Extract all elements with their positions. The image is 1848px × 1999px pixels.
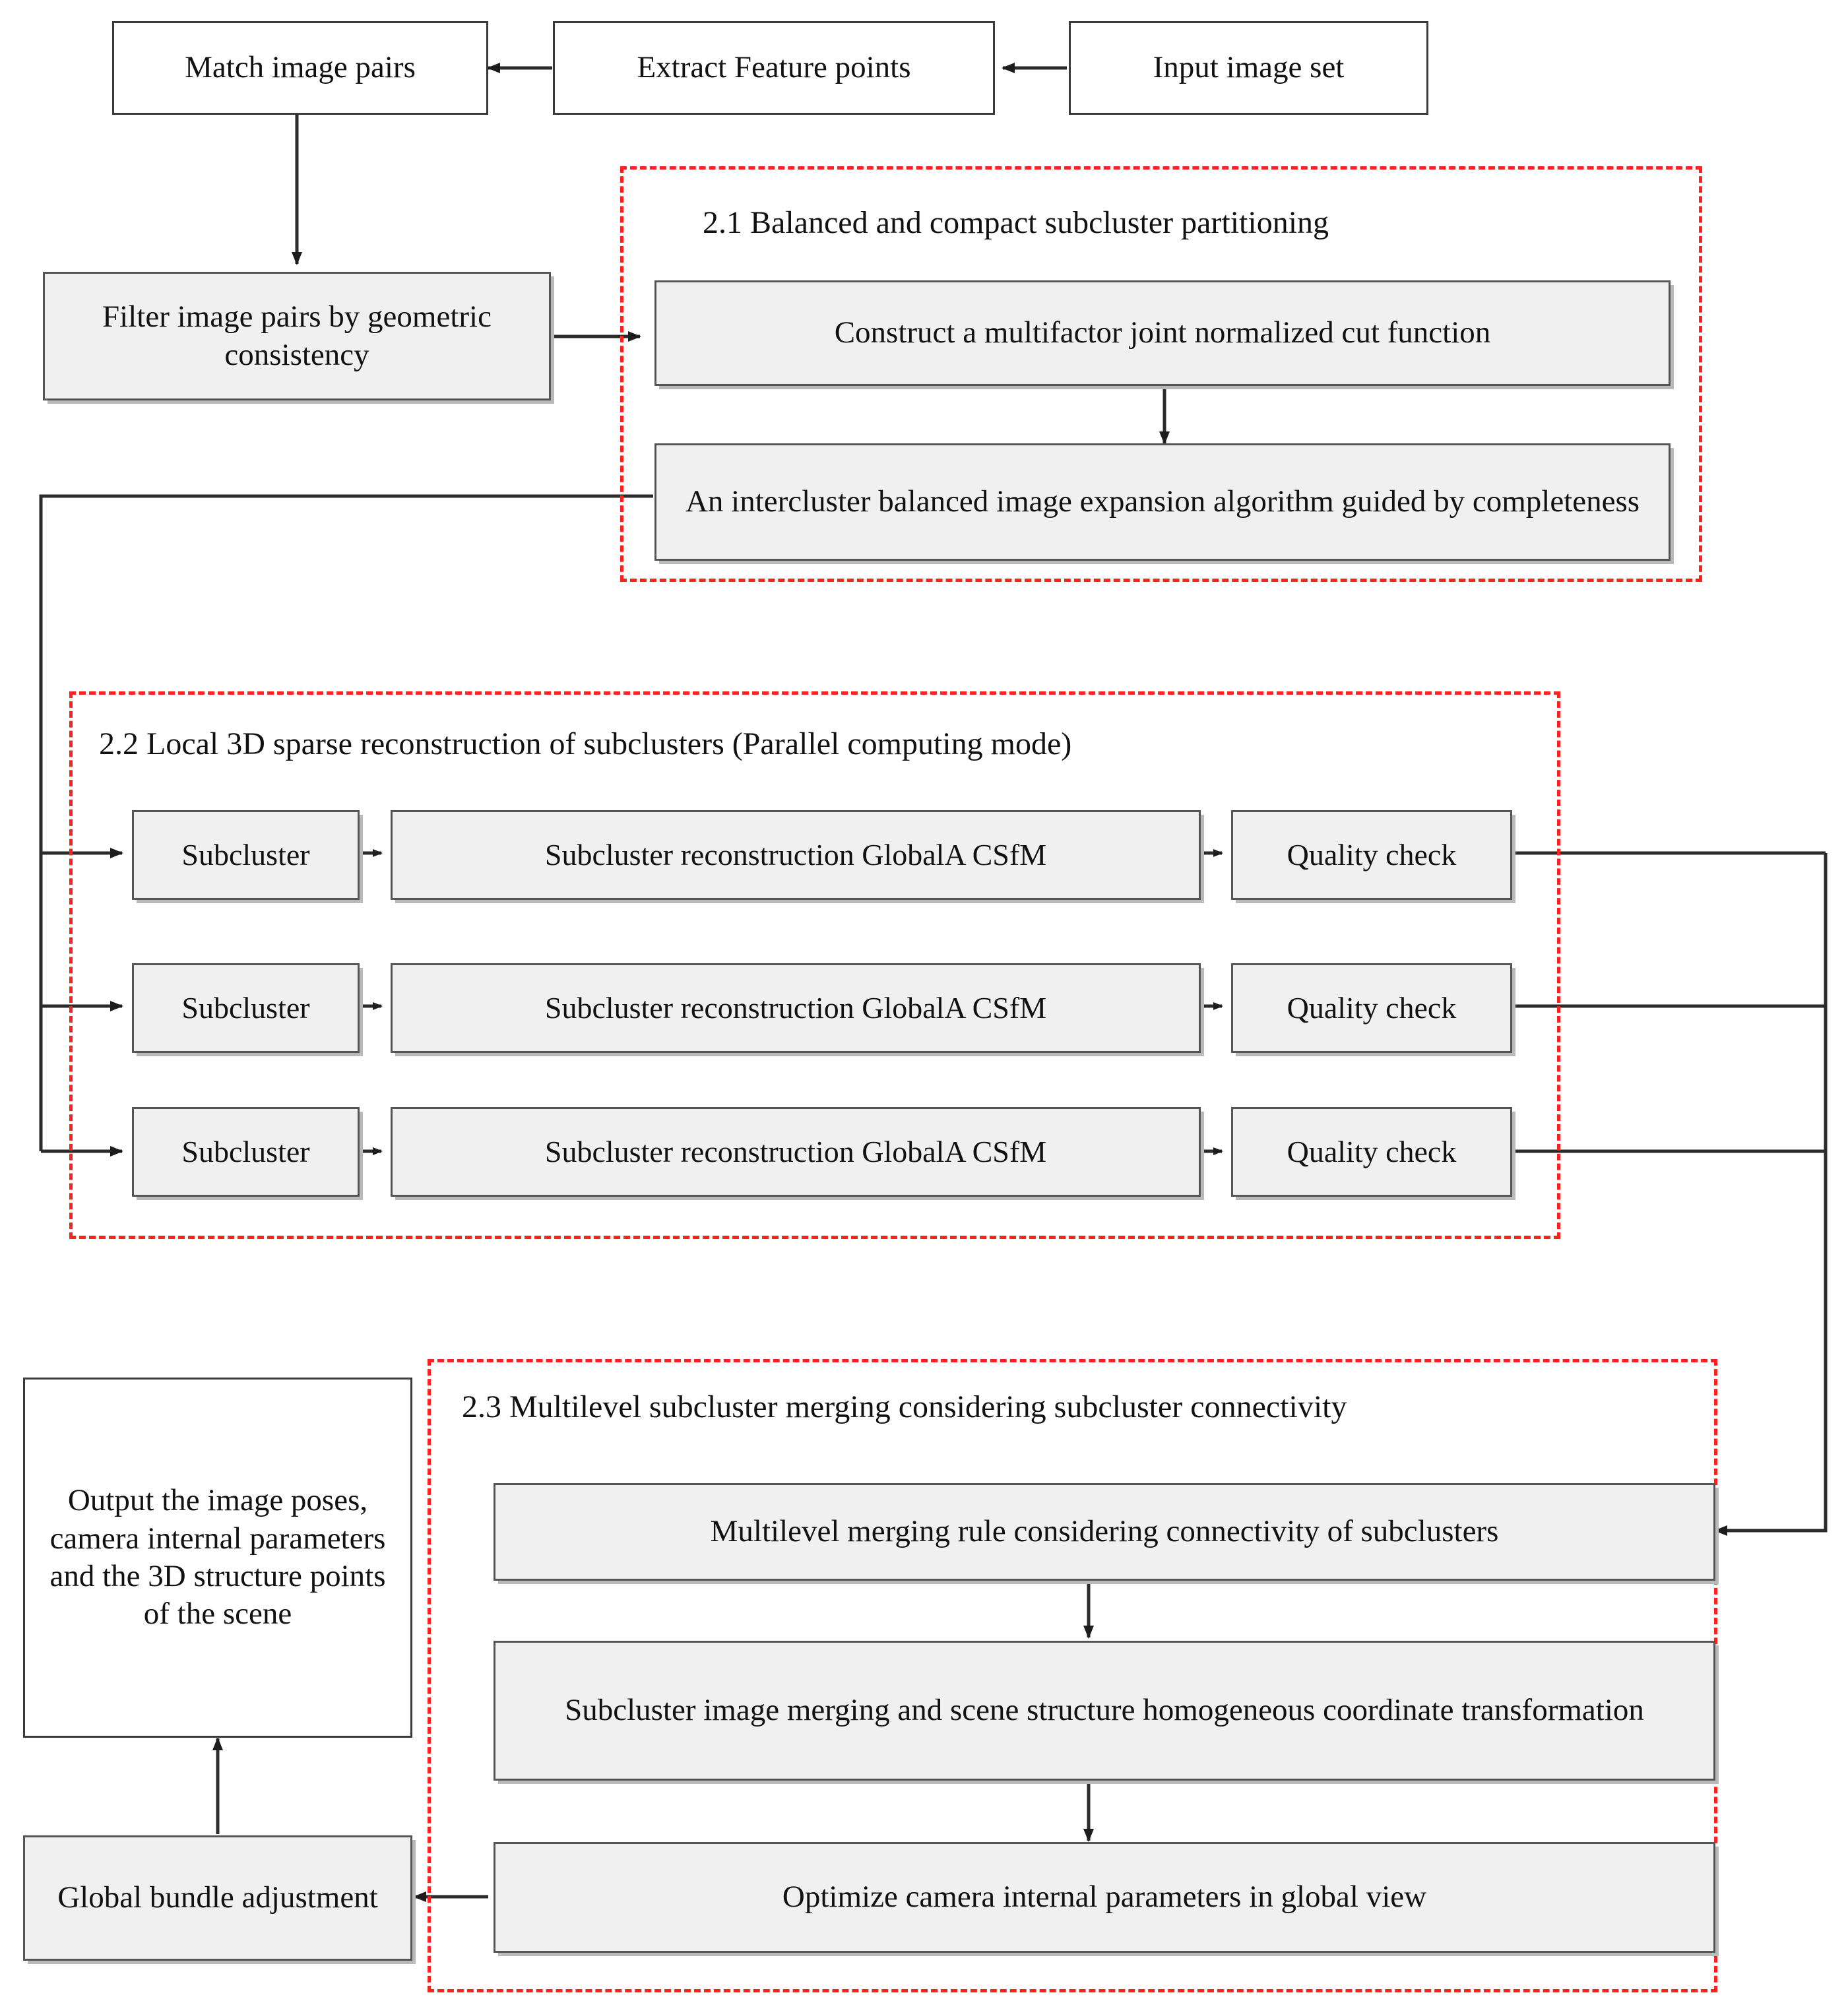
node-construct-cut-function[interactable]: Construct a multifactor joint normalized…	[654, 280, 1671, 386]
edge-expansion-to-subcluster-bus	[39, 494, 653, 1151]
node-extract-feature-points[interactable]: Extract Feature points	[553, 21, 995, 115]
node-global-bundle-adjustment[interactable]: Global bundle adjustment	[23, 1835, 412, 1961]
node-input-image-set[interactable]: Input image set	[1069, 21, 1428, 115]
node-quality-check-3[interactable]: Quality check	[1231, 1107, 1512, 1197]
node-subcluster-1[interactable]: Subcluster	[132, 810, 360, 900]
node-subcluster-reconstruction-2[interactable]: Subcluster reconstruction GlobalA CSfM	[391, 963, 1201, 1053]
node-multilevel-merging-rule[interactable]: Multilevel merging rule considering conn…	[494, 1483, 1715, 1581]
node-quality-check-2[interactable]: Quality check	[1231, 963, 1512, 1053]
node-output-scene[interactable]: Output the image poses, camera internal …	[23, 1378, 412, 1738]
node-match-image-pairs[interactable]: Match image pairs	[112, 21, 488, 115]
edge-bus-to-merging-rule	[1714, 853, 1828, 1536]
section-2-1-title: 2.1 Balanced and compact subcluster part…	[703, 205, 1329, 240]
section-2-2-title: 2.2 Local 3D sparse reconstruction of su…	[99, 726, 1072, 761]
section-2-1-frame	[620, 166, 1702, 582]
node-subcluster-3[interactable]: Subcluster	[132, 1107, 360, 1197]
node-subcluster-reconstruction-1[interactable]: Subcluster reconstruction GlobalA CSfM	[391, 810, 1201, 900]
section-2-3-title: 2.3 Multilevel subcluster merging consid…	[462, 1389, 1347, 1424]
node-filter-image-pairs[interactable]: Filter image pairs by geometric consiste…	[43, 272, 551, 400]
section-2-2-frame	[69, 691, 1560, 1239]
node-intercluster-expansion[interactable]: An intercluster balanced image expansion…	[654, 443, 1671, 561]
section-2-3-frame	[428, 1359, 1717, 1992]
node-image-merging-transform[interactable]: Subcluster image merging and scene struc…	[494, 1641, 1715, 1781]
node-quality-check-1[interactable]: Quality check	[1231, 810, 1512, 900]
node-subcluster-reconstruction-3[interactable]: Subcluster reconstruction GlobalA CSfM	[391, 1107, 1201, 1197]
node-subcluster-2[interactable]: Subcluster	[132, 963, 360, 1053]
node-optimize-camera[interactable]: Optimize camera internal parameters in g…	[494, 1842, 1715, 1953]
